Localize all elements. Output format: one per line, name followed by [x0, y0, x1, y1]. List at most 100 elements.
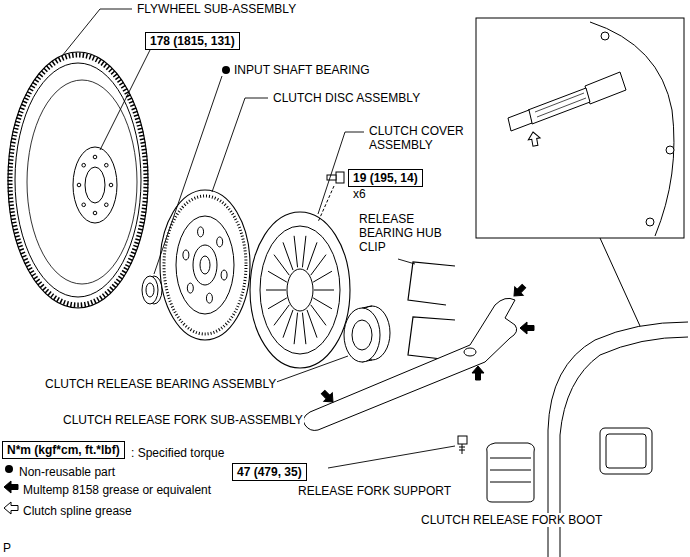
clutch-cover: [313, 298, 332, 309]
detail-inset: [476, 18, 684, 326]
clutch-cover: [268, 271, 287, 282]
release-fork: [510, 282, 528, 300]
flywheel: [73, 147, 117, 223]
release-bearing: [352, 320, 372, 350]
legend-item: Clutch spline grease: [22, 501, 133, 519]
legend-text: Non-reusable part: [18, 465, 116, 479]
clutch-cover: [250, 212, 350, 368]
leader-line: [328, 446, 455, 468]
quantity-label: x6: [352, 187, 367, 201]
detail-inset: [646, 218, 654, 226]
legend-symbol: [5, 465, 13, 473]
clutch-disc: [183, 227, 227, 303]
clutch-cover: [302, 236, 305, 268]
clutch-disc: [160, 190, 250, 340]
legend-symbol: [4, 66, 230, 514]
clutch-disc: [164, 196, 246, 334]
clutch-disc: [206, 293, 212, 303]
flywheel: [93, 211, 97, 215]
page-code: P: [2, 541, 12, 555]
flywheel: [27, 80, 137, 284]
part-label: CLUTCH DISC ASSEMBLY: [272, 91, 421, 105]
clutch-cover: [302, 313, 305, 345]
clutch-disc: [198, 227, 204, 237]
clutch-cover: [266, 290, 286, 291]
torque-legend-box: N*m (kgf*cm, ft.*lbf): [2, 441, 125, 459]
clutch-cover: [311, 305, 326, 326]
flywheel: [82, 203, 86, 207]
torque-spec-box: 178 (1815, 131): [145, 32, 240, 50]
release-bearing: [344, 306, 390, 362]
part-label: FLYWHEEL SUB-ASSEMBLY: [136, 2, 297, 16]
torque-spec-box: 47 (479, 35): [232, 463, 307, 481]
part-label: CLUTCH RELEASE BEARING ASSEMBLY: [44, 377, 277, 391]
release-fork: [520, 322, 534, 334]
release-fork: [472, 366, 484, 380]
input-shaft-bearing: [142, 276, 162, 304]
fork-support-bolt: [458, 436, 467, 444]
release-fork: [464, 348, 476, 356]
legend-text: : Specified torque: [130, 446, 225, 460]
clutch-disc: [160, 190, 250, 340]
fork-support-bolt: [458, 436, 467, 454]
legend-symbol: [4, 481, 18, 493]
flywheel: [82, 163, 86, 167]
clutch-disc: [183, 250, 189, 260]
flywheel: [85, 167, 105, 203]
release-fork: [319, 388, 337, 406]
clutch-cover: [313, 271, 332, 282]
detail-inset: [600, 238, 640, 326]
leader-line: [268, 356, 348, 385]
flywheel: [77, 183, 81, 187]
flywheel: [105, 203, 109, 207]
clutch-cover: [314, 290, 334, 291]
leader-line: [212, 98, 268, 192]
hub-clip: [408, 262, 455, 305]
clutch-cover: [311, 255, 326, 276]
legend-symbol: [4, 502, 18, 514]
leader-line: [62, 9, 132, 56]
clutch-disc: [200, 256, 210, 274]
release-fork: [303, 298, 516, 430]
flywheel: [15, 63, 141, 297]
flywheel: [8, 52, 148, 308]
legend-text: Multemp 8158 grease or equivalent: [22, 483, 212, 497]
detail-inset: [585, 72, 626, 104]
clutch-cover-bolt: [318, 186, 334, 222]
torque-text: 47 (479, 35): [237, 465, 302, 479]
clutch-cover: [274, 255, 289, 276]
hub-clip: [408, 317, 455, 360]
flywheel: [109, 183, 113, 187]
clutch-cover-bolt: [336, 172, 344, 183]
clutch-cover-bolt: [318, 172, 344, 222]
clutch-cover: [287, 269, 313, 311]
torque-text: 178 (1815, 131): [150, 34, 235, 48]
clutch-cover: [307, 242, 317, 270]
fork-boot: [487, 443, 535, 502]
release-fork: [303, 282, 534, 431]
hub-clip: [408, 262, 455, 360]
flywheel: [105, 163, 109, 167]
input-shaft-bearing: [146, 283, 154, 297]
legend-item: Non-reusable part: [18, 462, 116, 480]
input-shaft-bearing: [142, 276, 158, 304]
legend-item: Multemp 8158 grease or equivalent: [22, 480, 212, 498]
clutch-cover-bolt: [327, 175, 336, 180]
detail-inset: [666, 146, 674, 154]
torque-spec-box: 19 (195, 14): [348, 169, 423, 187]
clutch-cover: [283, 310, 293, 338]
clutch-cover: [294, 313, 297, 345]
part-label: CLUTCH RELEASE FORK SUB-ASSEMBLY: [62, 413, 304, 427]
transmission-housing: [600, 428, 652, 474]
leader-line: [62, 9, 455, 468]
clutch-disc: [176, 216, 234, 314]
part-label: CLUTCH COVER ASSEMBLY: [368, 124, 470, 152]
clutch-cover: [294, 236, 297, 268]
clutch-cover: [268, 298, 287, 309]
part-label: RELEASE BEARING HUB CLIP: [358, 212, 448, 254]
flywheel: [10, 55, 146, 305]
clutch-disc: [193, 245, 217, 285]
flywheel: [93, 155, 97, 159]
detail-inset: [527, 131, 541, 147]
part-label: RELEASE FORK SUPPORT: [297, 484, 452, 498]
